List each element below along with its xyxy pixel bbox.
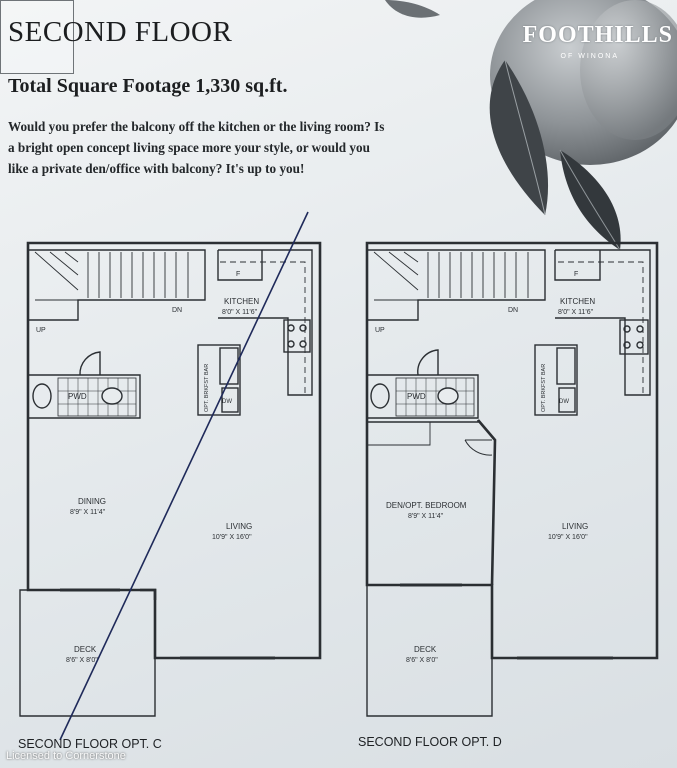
plan-d-kitchen-label: KITCHEN [560, 297, 595, 306]
square-footage: Total Square Footage 1,330 sq.ft. [8, 75, 288, 97]
plan-c-deck-label: DECK [74, 645, 97, 654]
plan-c-pwd-label: PWD [68, 392, 87, 401]
plan-d-dw-label: DW [559, 399, 569, 405]
license-watermark: Licensed to Cornerstone [6, 750, 126, 762]
intro-text: Would you prefer the balcony off the kit… [8, 119, 385, 176]
plan-d-den-label: DEN/OPT. BEDROOM [386, 501, 467, 510]
brand-logo-sub: OF WINONA [560, 53, 619, 60]
plan-c-caption: SECOND FLOOR OPT. C [18, 737, 162, 751]
plan-d-deck-label: DECK [414, 645, 437, 654]
plan-d-living-label: LIVING [562, 522, 588, 531]
plan-c-bar-label: OPT. BRKFST BAR [204, 364, 210, 412]
plan-c-dn-label: DN [172, 307, 182, 314]
plan-c-dining-label: DINING [78, 497, 106, 506]
page-title: SECOND FLOOR [8, 16, 233, 48]
plan-d-pwd-label: PWD [407, 392, 426, 401]
plan-c-deck-dim: 8'6" X 8'0" [66, 657, 98, 664]
plan-d-bar-label: OPT. BRKFST BAR [541, 364, 547, 412]
plan-c-living-label: LIVING [226, 522, 252, 531]
plan-d-up-label: UP [375, 327, 385, 334]
plan-c-kitchen-dim: 8'0" X 11'6" [222, 309, 258, 316]
plan-d-fridge-label: F [574, 271, 578, 278]
listing-logo-frame [0, 0, 74, 74]
plan-c-up-label: UP [36, 327, 46, 334]
plan-d-caption: SECOND FLOOR OPT. D [358, 735, 502, 749]
diagonal-mark [59, 211, 309, 741]
plan-c-kitchen-label: KITCHEN [224, 297, 259, 306]
plan-d-deck-dim: 8'6" X 8'0" [406, 657, 438, 664]
plan-c-walls [19, 241, 322, 717]
plan-c-living-dim: 10'9" X 16'0" [212, 534, 252, 541]
plan-d-walls [365, 241, 659, 717]
plan-c-fridge-label: F [236, 271, 240, 278]
plan-d-living-dim: 10'9" X 16'0" [548, 534, 588, 541]
plan-d-den-dim: 8'9" X 11'4" [408, 513, 444, 520]
plan-c-dw-label: DW [222, 399, 232, 405]
brand-logo: FOOTHILLS [522, 22, 673, 48]
plan-d-dn-label: DN [508, 307, 518, 314]
plan-c-dining-dim: 8'9" X 11'4" [70, 509, 106, 516]
plan-d-kitchen-dim: 8'0" X 11'6" [558, 309, 594, 316]
